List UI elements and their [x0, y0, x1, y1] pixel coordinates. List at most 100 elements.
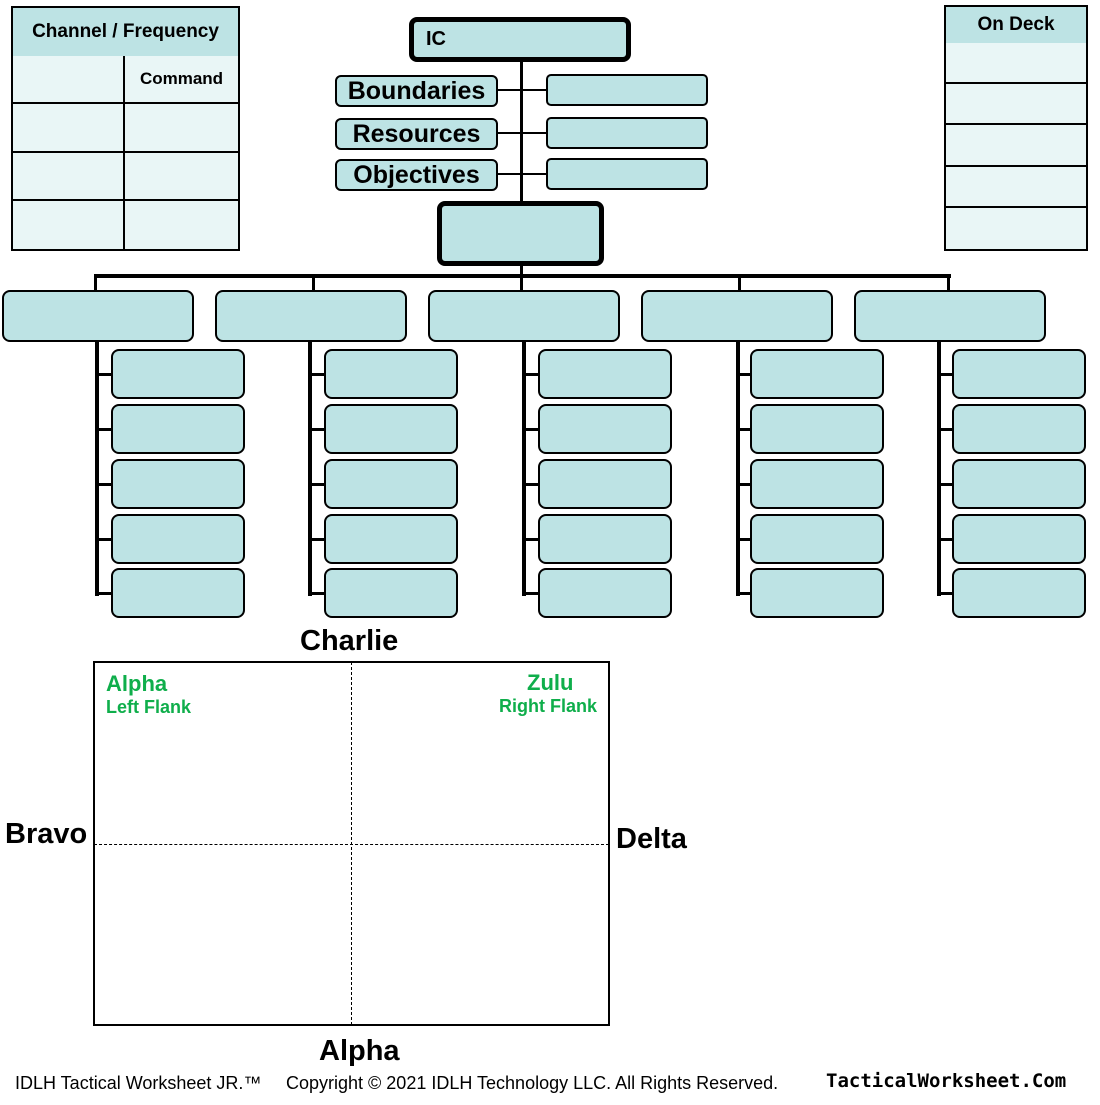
division-box[interactable]: [428, 290, 620, 342]
sub-assignment-box[interactable]: [538, 404, 672, 454]
horizontal-divider: [94, 844, 609, 845]
on-deck-row[interactable]: [946, 125, 1086, 167]
division-box[interactable]: [854, 290, 1046, 342]
footer-product: IDLH Tactical Worksheet JR.™: [15, 1073, 262, 1093]
resources-field[interactable]: [546, 117, 708, 149]
footer-site: TacticalWorksheet.Com: [826, 1070, 1067, 1092]
sub-assignment-box[interactable]: [324, 514, 458, 564]
sub-connector-line: [522, 428, 538, 431]
vertical-divider: [351, 662, 352, 1025]
on-deck-row[interactable]: [946, 166, 1086, 208]
sub-connector-line: [736, 428, 750, 431]
sub-assignment-box[interactable]: [952, 349, 1086, 399]
footer-copyright: Copyright © 2021 IDLH Technology LLC. Al…: [286, 1073, 779, 1093]
division-spine-line: [736, 341, 740, 596]
channel-cell[interactable]: [13, 152, 125, 201]
sub-assignment-box[interactable]: [750, 459, 884, 509]
sub-connector-line: [522, 538, 538, 541]
row-connector-line: [497, 173, 547, 175]
sub-assignment-box[interactable]: [750, 404, 884, 454]
sub-assignment-box[interactable]: [111, 404, 245, 454]
top-right-quadrant-title: Zulu: [527, 670, 574, 695]
sub-connector-line: [95, 592, 111, 595]
frequency-cell[interactable]: [125, 104, 238, 153]
diagram-right-label: Delta: [616, 823, 687, 855]
objectives-label: Objectives: [335, 159, 498, 191]
division-drop-line: [312, 274, 315, 292]
sub-assignment-box[interactable]: [111, 514, 245, 564]
sub-assignment-box[interactable]: [324, 568, 458, 618]
sub-assignment-box[interactable]: [324, 459, 458, 509]
on-deck-row[interactable]: [946, 207, 1086, 249]
division-drop-line: [520, 274, 523, 292]
sub-assignment-box[interactable]: [952, 568, 1086, 618]
division-box[interactable]: [215, 290, 407, 342]
sub-assignment-box[interactable]: [538, 459, 672, 509]
top-left-quadrant-subtitle: Left Flank: [106, 697, 192, 717]
sub-assignment-box[interactable]: [952, 404, 1086, 454]
row-connector-line: [497, 89, 547, 91]
division-spine-line: [95, 341, 99, 596]
command-box[interactable]: [437, 201, 604, 266]
division-spine-line: [937, 341, 941, 596]
sub-assignment-box[interactable]: [750, 568, 884, 618]
sub-connector-line: [522, 592, 538, 595]
sub-connector-line: [937, 538, 952, 541]
frequency-cell-command[interactable]: Command: [125, 56, 238, 105]
diagram-bottom-label: Alpha: [319, 1035, 400, 1067]
sub-connector-line: [95, 373, 111, 376]
on-deck-row[interactable]: [946, 43, 1086, 85]
sub-assignment-box[interactable]: [538, 349, 672, 399]
sub-assignment-box[interactable]: [111, 349, 245, 399]
diagram-top-label: Charlie: [300, 625, 399, 657]
sub-assignment-box[interactable]: [538, 514, 672, 564]
channel-frequency-table: Channel / Frequency Command: [11, 6, 240, 251]
division-bar-line: [520, 264, 523, 276]
sub-connector-line: [937, 373, 952, 376]
sub-assignment-box[interactable]: [952, 514, 1086, 564]
sub-connector-line: [937, 428, 952, 431]
diagram-left-label: Bravo: [5, 818, 88, 850]
top-right-quadrant-subtitle: Right Flank: [499, 696, 597, 716]
objectives-field[interactable]: [546, 158, 708, 190]
sub-assignment-box[interactable]: [750, 514, 884, 564]
division-spine-line: [308, 341, 312, 596]
ic-label: IC: [426, 28, 446, 50]
frequency-cell[interactable]: [125, 152, 238, 201]
division-box[interactable]: [2, 290, 194, 342]
on-deck-row[interactable]: [946, 84, 1086, 126]
on-deck-header: On Deck: [946, 7, 1086, 45]
channel-cell[interactable]: [13, 104, 125, 153]
boundaries-field[interactable]: [546, 74, 708, 106]
sub-assignment-box[interactable]: [111, 459, 245, 509]
ic-box[interactable]: IC: [409, 17, 631, 62]
sub-connector-line: [937, 483, 952, 486]
channel-frequency-grid: Command: [13, 56, 238, 249]
sub-connector-line: [736, 373, 750, 376]
resources-label: Resources: [335, 118, 498, 150]
sub-assignment-box[interactable]: [111, 568, 245, 618]
sub-assignment-box[interactable]: [538, 568, 672, 618]
sub-assignment-box[interactable]: [952, 459, 1086, 509]
sub-connector-line: [308, 483, 324, 486]
frequency-cell[interactable]: [125, 200, 238, 249]
on-deck-rows: [946, 43, 1086, 249]
sub-connector-line: [308, 428, 324, 431]
division-box[interactable]: [641, 290, 833, 342]
sub-assignment-box[interactable]: [324, 349, 458, 399]
sub-connector-line: [308, 592, 324, 595]
division-drop-line: [94, 274, 97, 292]
sub-assignment-box[interactable]: [750, 349, 884, 399]
sub-connector-line: [736, 483, 750, 486]
ic-trunk-line: [520, 60, 523, 203]
sub-connector-line: [522, 483, 538, 486]
sub-assignment-box[interactable]: [324, 404, 458, 454]
division-spine-line: [522, 341, 526, 596]
channel-cell[interactable]: [13, 200, 125, 249]
sub-connector-line: [95, 538, 111, 541]
sub-connector-line: [308, 538, 324, 541]
sub-connector-line: [308, 373, 324, 376]
boundaries-label: Boundaries: [335, 75, 498, 107]
channel-cell[interactable]: [13, 56, 125, 105]
sub-connector-line: [522, 373, 538, 376]
